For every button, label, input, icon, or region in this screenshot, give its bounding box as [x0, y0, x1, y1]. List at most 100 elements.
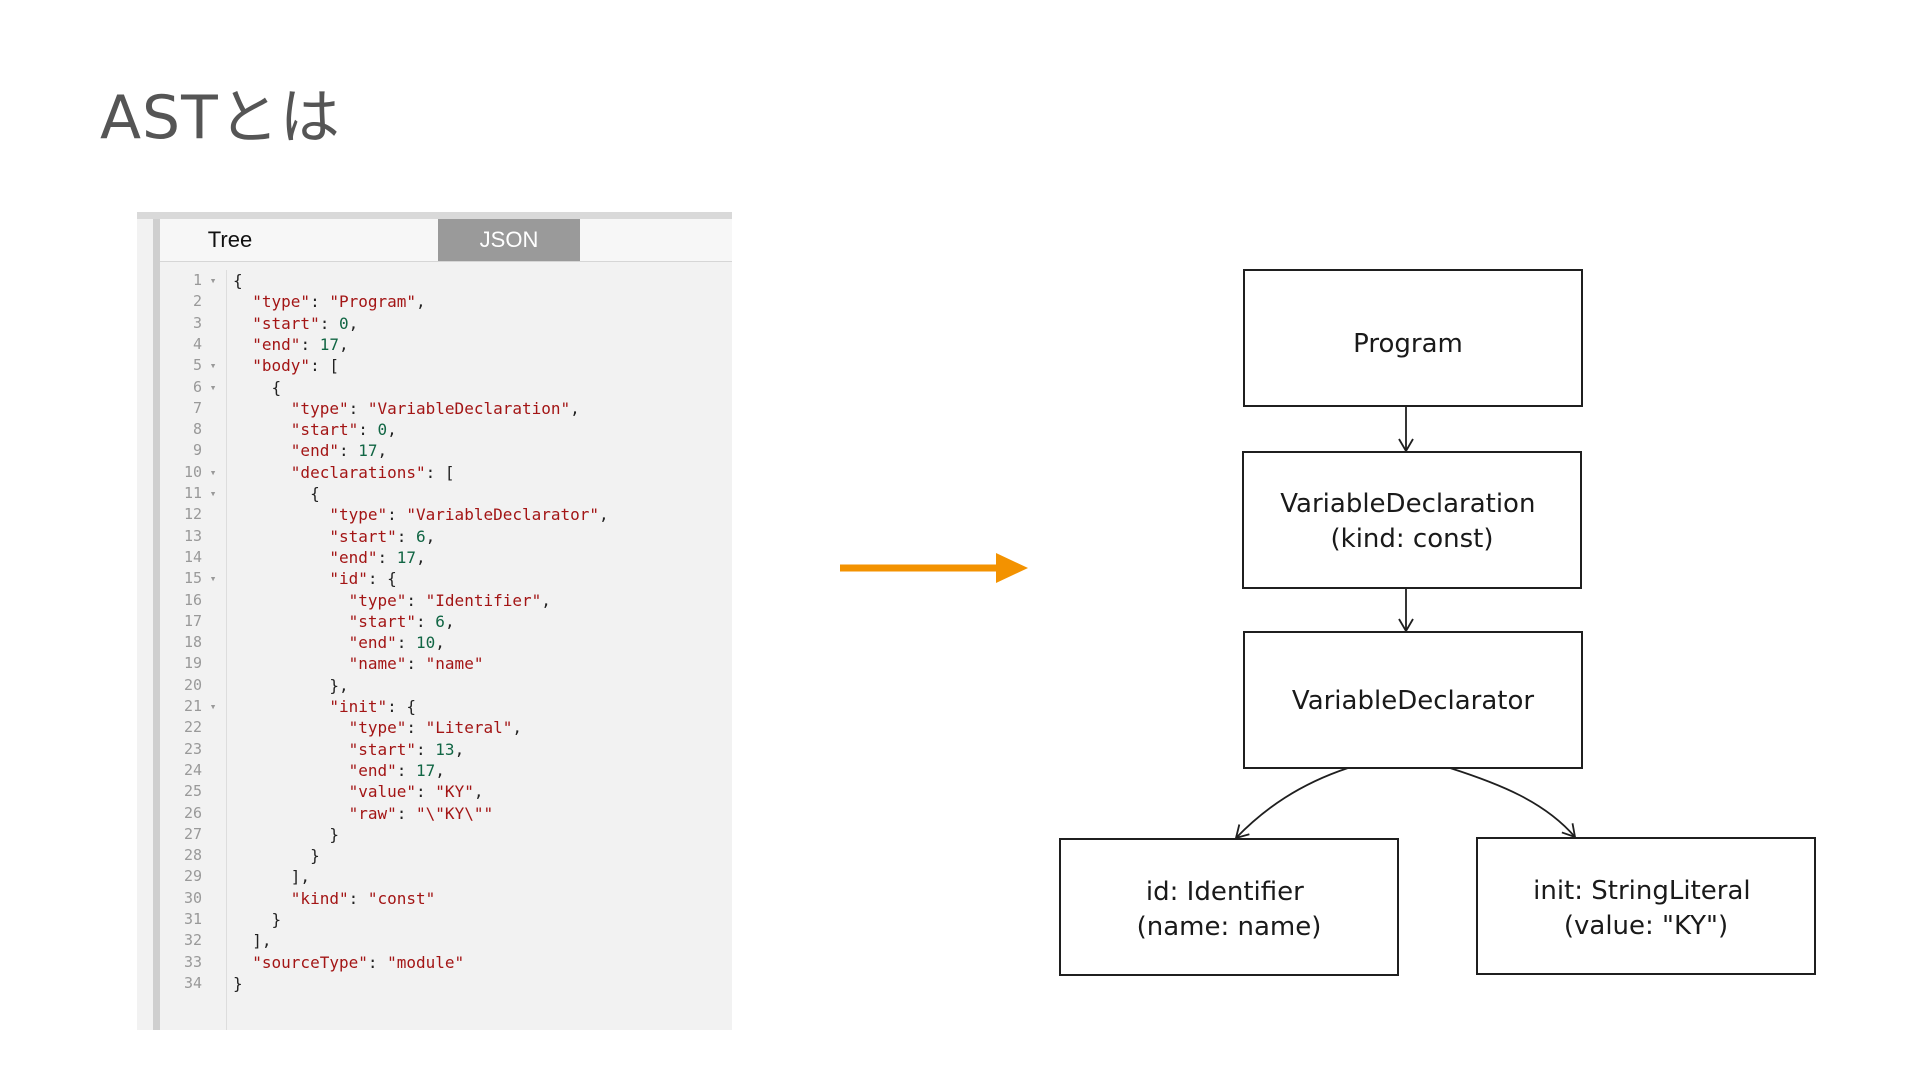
code-token: : — [416, 782, 436, 802]
code-token: "start" — [329, 526, 397, 546]
code-token: "value" — [348, 782, 417, 802]
tab-json[interactable]: JSON — [438, 219, 580, 261]
code-line: 4 "end": 17, — [160, 334, 732, 355]
code-token: : — [377, 547, 397, 567]
code-token: : { — [387, 697, 417, 716]
node-variable-declarator: VariableDeclarator — [1243, 631, 1583, 769]
code-line: 1▾{ — [160, 270, 732, 291]
code-token: "end" — [252, 334, 301, 354]
code-token: "module" — [387, 952, 465, 972]
code-token: 6 — [435, 611, 445, 631]
code-text: "end": 10, — [233, 632, 445, 653]
code-text: } — [233, 909, 282, 930]
code-token: "start" — [290, 420, 359, 440]
node-identifier-label: id: Identifier (name: name) — [1137, 877, 1322, 942]
code-text: "start": 0, — [233, 313, 358, 334]
code-token: , — [338, 334, 349, 354]
line-number: 2 — [192, 292, 202, 311]
line-number: 20 — [183, 675, 202, 694]
code-line: 9 "end": 17, — [160, 440, 732, 461]
code-token: : — [367, 952, 388, 972]
code-token: { — [310, 484, 320, 503]
panel-top-border — [137, 212, 732, 219]
code-text: "type": "Literal", — [233, 717, 522, 738]
line-number: 32 — [183, 931, 202, 950]
code-text: "start": 6, — [233, 611, 455, 632]
code-token: : — [310, 292, 330, 312]
view-tabs: Tree JSON — [160, 219, 732, 262]
code-text: "start": 6, — [233, 526, 435, 547]
code-token: "const" — [367, 888, 436, 908]
code-text: "end": 17, — [233, 334, 349, 355]
node-variable-declaration-label: VariableDeclaration (kind: const) — [1280, 489, 1543, 554]
code-token: : — [338, 441, 359, 461]
node-string-literal-label: init: StringLiteral (value: "KY") — [1533, 876, 1759, 941]
panel-left-border — [153, 219, 160, 1030]
line-number: 7 — [192, 398, 202, 417]
code-token: "start" — [348, 611, 417, 631]
code-token: , — [473, 782, 484, 802]
json-code-view[interactable]: 1▾{2 "type": "Program",3 "start": 0,4 "e… — [160, 270, 732, 1030]
code-token: "Identifier" — [425, 590, 542, 610]
code-line: 13 "start": 6, — [160, 526, 732, 547]
line-number: 22 — [183, 718, 202, 737]
code-token: : — [416, 739, 436, 759]
code-token: : — [348, 398, 368, 418]
node-string-literal: init: StringLiteral (value: "KY") — [1476, 837, 1816, 975]
code-token: 17 — [396, 547, 417, 567]
line-number: 26 — [183, 803, 202, 822]
code-token: : { — [367, 569, 397, 589]
fold-toggle-icon[interactable]: ▾ — [209, 274, 217, 287]
code-text: ], — [233, 866, 310, 887]
node-identifier: id: Identifier (name: name) — [1059, 838, 1399, 976]
code-line: 24 "end": 17, — [160, 760, 732, 781]
code-line: 34} — [160, 973, 732, 994]
code-line: 11 ▾ { — [160, 483, 732, 504]
code-line: 5▾ "body": [ — [160, 355, 732, 376]
page-title: ASTとは — [100, 83, 341, 153]
code-text: "end": 17, — [233, 760, 445, 781]
line-number: 11 — [183, 484, 202, 502]
code-text: "start": 13, — [233, 739, 465, 760]
line-number: 24 — [183, 760, 202, 779]
fold-toggle-icon[interactable]: ▾ — [209, 380, 217, 394]
code-token: , — [444, 611, 455, 631]
code-token: , — [348, 313, 359, 333]
code-line: 19 "name": "name" — [160, 653, 732, 674]
line-number: 31 — [183, 910, 202, 928]
code-token: "Literal" — [425, 718, 513, 738]
node-variable-declaration: VariableDeclaration (kind: const) — [1242, 451, 1582, 589]
fold-toggle-icon[interactable]: ▾ — [209, 700, 217, 713]
code-text: "end": 17, — [233, 547, 425, 568]
code-token: : [ — [310, 356, 339, 376]
code-token: , — [377, 441, 388, 461]
code-token: "body" — [252, 356, 311, 376]
line-number: 15 — [183, 569, 202, 588]
code-line: 30 "kind": "const" — [160, 888, 732, 909]
fold-toggle-icon[interactable]: ▾ — [209, 465, 217, 479]
code-token: "\"KY\"" — [416, 803, 494, 823]
code-token: 17 — [319, 334, 339, 354]
code-text: } — [233, 845, 320, 866]
code-text: "type": "Program", — [233, 291, 425, 312]
code-token: "raw" — [348, 803, 397, 823]
code-text: { — [233, 483, 320, 504]
edge-declarator-to-identifier — [1234, 767, 1349, 840]
line-number: 30 — [183, 888, 202, 907]
code-line: 33 "sourceType": "module" — [160, 952, 732, 973]
node-program: Program — [1243, 269, 1583, 407]
code-token: , — [387, 420, 397, 440]
code-line: 20 }, — [160, 675, 732, 696]
code-token: "type" — [252, 292, 311, 312]
tab-tree[interactable]: Tree — [207, 227, 253, 252]
line-number: 6 — [192, 377, 202, 396]
fold-toggle-icon[interactable]: ▾ — [209, 359, 217, 373]
code-token: : — [396, 803, 417, 823]
code-text: "id": { — [233, 568, 397, 589]
fold-toggle-icon[interactable]: ▾ — [209, 572, 217, 586]
code-token: "end" — [290, 441, 339, 461]
code-line: 8 "start": 0, — [160, 419, 732, 440]
line-number: 29 — [183, 867, 202, 886]
line-number: 14 — [183, 547, 202, 566]
fold-toggle-icon[interactable]: ▾ — [209, 487, 217, 500]
